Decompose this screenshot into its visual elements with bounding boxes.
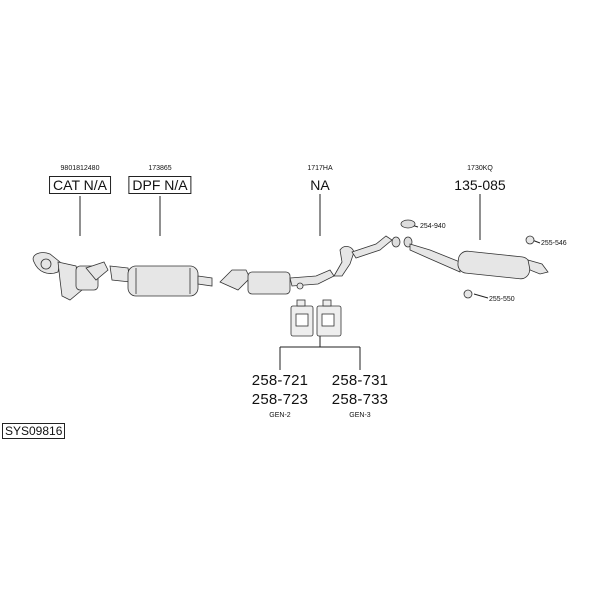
fitting-label-255-546[interactable]: 255-546 [541,240,567,247]
part-label-dpf[interactable]: DPF N/A [128,176,192,194]
generation-label-gen-3: GEN-3 [349,412,371,419]
part-label-cat[interactable]: CAT N/A [49,176,111,194]
oem-number-pipe: 1717HA [307,165,333,172]
front-pipe-drawing [219,235,393,295]
oem-number-silencer: 1730KQ [467,165,493,172]
additive-bottle-left [290,299,314,337]
rear-silencer-drawing [409,235,549,299]
oem-number-cat: 9801812480 [60,165,100,172]
part-label-silencer[interactable]: 135-085 [454,177,506,193]
oem-number-dpf: 173865 [148,165,172,172]
additive-code-258-721[interactable]: 258-721 [251,372,309,389]
catalytic-converter-drawing [32,252,109,301]
system-code: SYS09816 [2,423,66,439]
fitting-label-255-550[interactable]: 255-550 [489,296,515,303]
additive-code-258-731[interactable]: 258-731 [331,372,389,389]
fitting-label-254-940[interactable]: 254-940 [420,223,446,230]
part-label-pipe[interactable]: NA [310,177,330,193]
generation-label-gen-2: GEN-2 [269,412,291,419]
additive-code-258-733[interactable]: 258-733 [331,391,389,408]
additive-code-258-723[interactable]: 258-723 [251,391,309,408]
clamp-drawing [391,219,416,248]
dpf-drawing [109,265,213,297]
leader-line-255-550 [473,293,489,299]
additive-bottle-right [316,299,342,337]
